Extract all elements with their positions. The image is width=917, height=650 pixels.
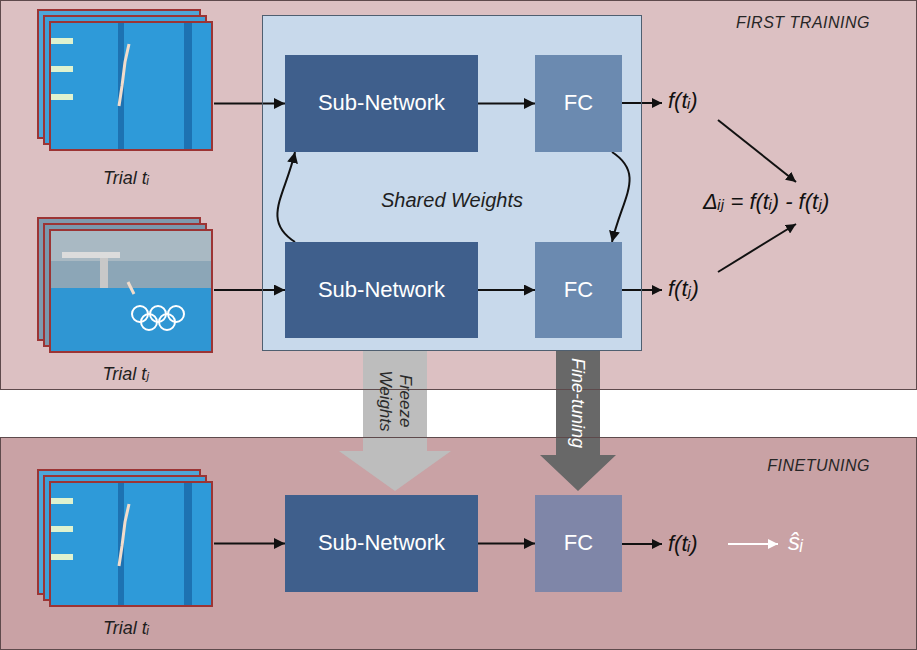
node-text: FIRST TRAINING xyxy=(736,13,870,32)
fc-layer-box: FC xyxy=(535,55,622,152)
node-text: FC xyxy=(564,90,593,116)
fine-tuning-arrow xyxy=(540,350,616,491)
difference-arrow xyxy=(718,224,796,272)
pool-marker xyxy=(51,38,73,44)
shared-weights-arrow xyxy=(277,152,295,242)
finetuning-stage-band: FINETUNING Trial tᵢ Sub-Network FC xyxy=(0,437,917,650)
edge-label: Freeze Weights xyxy=(375,368,414,434)
panel-fill xyxy=(262,15,642,351)
sub-network-box: Sub-Network xyxy=(285,55,478,152)
connector-arrow xyxy=(478,543,535,545)
node-text: FINETUNING xyxy=(767,456,870,475)
edge-label: Fine-tuning xyxy=(568,357,589,447)
connector-arrow xyxy=(214,543,285,545)
trial-video-clip: Trial tᵢ xyxy=(38,468,214,642)
node-text: FC xyxy=(564,530,593,556)
stands xyxy=(51,231,211,261)
fc-layer-box: FC xyxy=(535,495,622,592)
pool-lane xyxy=(184,23,192,149)
video-frame xyxy=(50,22,212,150)
difference-arrow xyxy=(718,120,796,182)
video-frame-stack xyxy=(38,10,212,150)
pool-marker xyxy=(51,94,73,100)
video-frame-stack xyxy=(38,218,212,352)
trial-video-clip: Trial tᵢ xyxy=(38,8,214,192)
diving-platform xyxy=(100,258,108,288)
sub-network-box: Sub-Network xyxy=(285,242,478,338)
ring xyxy=(141,314,157,330)
ring xyxy=(159,314,175,330)
node-text: Sub-Network xyxy=(318,530,445,556)
output-arrow xyxy=(622,543,662,545)
connector-arrow xyxy=(478,289,535,291)
pool-marker xyxy=(51,526,73,532)
score-arrow xyxy=(728,543,778,545)
connector-arrow xyxy=(478,103,535,105)
pool-marker xyxy=(51,66,73,72)
pool-marker xyxy=(51,498,73,504)
node-text: Shared Weights xyxy=(381,188,523,212)
video-frame xyxy=(50,482,212,606)
panel-fill xyxy=(0,437,917,650)
diver xyxy=(119,504,129,566)
output-score: f(tᵢ) xyxy=(668,531,698,557)
pool-lane xyxy=(184,483,192,605)
panel-fill xyxy=(0,0,917,390)
output-score: f(tⱼ) xyxy=(668,276,699,302)
node-text: Trial tᵢ xyxy=(103,618,149,640)
node-text: Trial tᵢ xyxy=(103,168,149,190)
water xyxy=(51,288,211,351)
diver xyxy=(128,282,134,294)
connector-arrow xyxy=(214,289,285,291)
sub-network-box: Sub-Network xyxy=(285,495,478,592)
node-text: Trial tⱼ xyxy=(103,364,150,386)
shared-weights-panel: Shared WeightsSub-NetworkFCSub-NetworkFC xyxy=(262,15,642,351)
fc-layer-box: FC xyxy=(535,242,622,338)
node-text: Sub-Network xyxy=(318,277,445,303)
shared-weights-arrow xyxy=(612,152,630,242)
video-frame-stack xyxy=(38,470,212,606)
output-arrow xyxy=(622,102,662,104)
olympic-rings xyxy=(132,306,184,330)
video-frame xyxy=(50,230,212,352)
diver xyxy=(119,44,129,106)
freeze-weights-arrow xyxy=(339,350,451,491)
output-score: f(tᵢ) xyxy=(668,88,698,114)
diving-platform xyxy=(62,252,120,258)
output-arrow xyxy=(622,289,662,291)
trial-video-clip: Trial tⱼ xyxy=(38,216,214,388)
connector-arrow xyxy=(214,103,285,105)
predicted-score: ŝᵢ xyxy=(788,528,803,557)
node-text: Sub-Network xyxy=(318,90,445,116)
score-difference: Δᵢⱼ = f(tᵢ) - f(tⱼ) xyxy=(703,189,829,215)
node-text: FC xyxy=(564,277,593,303)
pool-marker xyxy=(51,554,73,560)
